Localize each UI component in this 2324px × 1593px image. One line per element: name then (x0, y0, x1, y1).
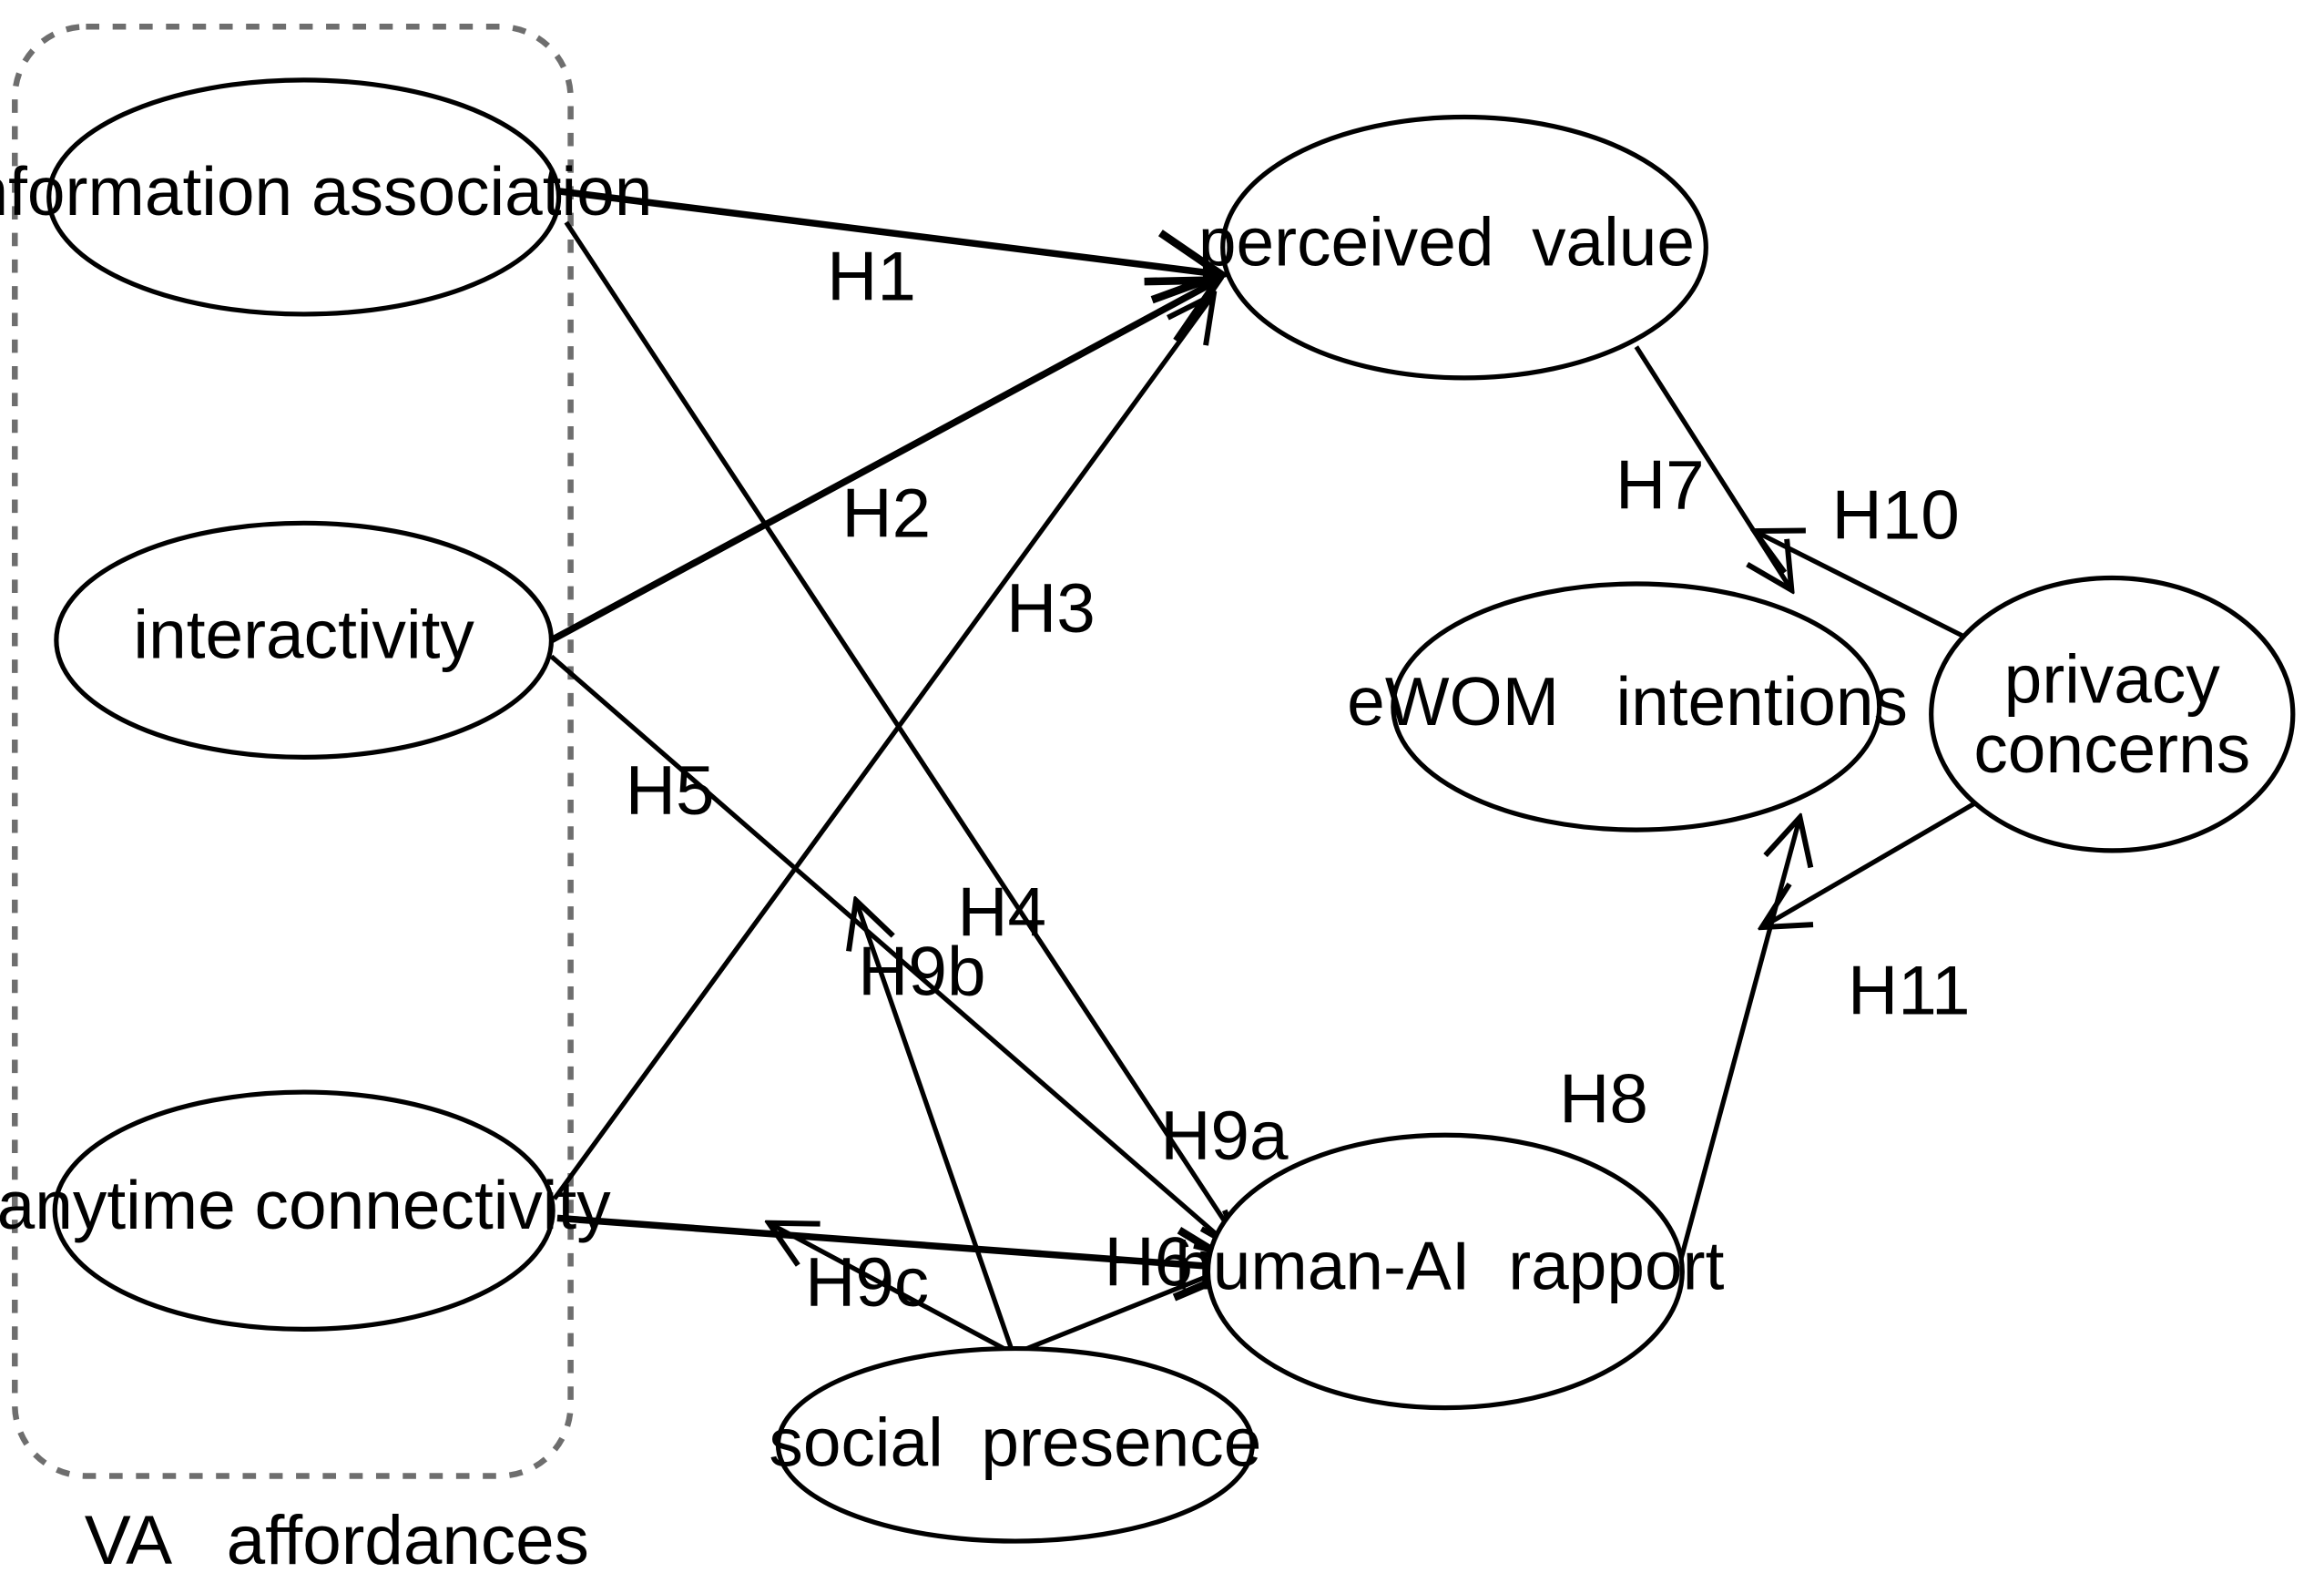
node-label-human-ai-rapport: human-AI rapport (1175, 1228, 1725, 1304)
edge-h1 (558, 188, 1218, 274)
edge-h10 (1757, 532, 1972, 643)
node-shape-social-presence (775, 1345, 1255, 1544)
edge-h6 (556, 1214, 1239, 1268)
node-anytime-connectivity[interactable]: anytime connectivity (0, 1089, 611, 1333)
node-label-ewom-intentions: eWOM intentions (1347, 663, 1908, 740)
edge-h9b (857, 903, 1015, 1353)
edge-label-h6: H6 (1104, 1223, 1193, 1301)
edge-label-h4: H4 (957, 873, 1046, 951)
node-shape-anytime-connectivity (52, 1089, 556, 1333)
node-shape-information-association (46, 77, 562, 317)
node-shape-perceived-value (1220, 114, 1708, 381)
edge-label-h3: H3 (1006, 570, 1096, 648)
edge-label-h2: H2 (841, 475, 931, 553)
node-information-association[interactable]: information association (0, 77, 652, 317)
edge-labels-layer: H1 H2 H3 H4 H5 H6 H7 H8 H9a H9b H9c H10 … (626, 238, 1971, 1322)
node-label-privacy-concerns-line1: privacy (2004, 640, 2221, 717)
node-ewom-intentions[interactable]: eWOM intentions (1347, 581, 1908, 832)
node-perceived-value[interactable]: perceived value (1198, 114, 1708, 381)
edge-label-h8: H8 (1559, 1060, 1648, 1138)
edge-h11 (1764, 798, 1982, 926)
edge-h3 (552, 296, 1213, 1200)
va-affordances-group-box (12, 24, 574, 1479)
node-label-privacy-concerns-line2: concerns (1973, 710, 2250, 787)
node-shape-ewom-intentions (1391, 581, 1882, 832)
edge-label-h5: H5 (626, 752, 715, 830)
node-shape-interactivity (54, 520, 555, 760)
edge-label-h9a: H9a (1160, 1098, 1289, 1175)
edge-label-h10: H10 (1831, 476, 1959, 554)
node-label-social-presence: social presence (769, 1404, 1261, 1480)
edge-label-h9b: H9b (858, 933, 985, 1010)
edge-h9c (770, 1224, 1011, 1354)
node-shape-privacy-concerns (1929, 575, 2296, 853)
edge-h5 (549, 654, 1241, 1257)
node-privacy-concerns[interactable]: privacy concerns (1929, 575, 2296, 853)
node-human-ai-rapport[interactable]: human-AI rapport (1175, 1132, 1725, 1411)
node-label-interactivity: interactivity (133, 597, 474, 673)
node-interactivity[interactable]: interactivity (54, 520, 555, 760)
node-label-anytime-connectivity: anytime connectivity (0, 1167, 611, 1243)
edge-label-h7: H7 (1616, 447, 1705, 525)
edge-label-h1: H1 (827, 238, 916, 315)
edge-label-h9c: H9c (805, 1244, 929, 1322)
edge-label-h11: H11 (1848, 953, 1971, 1030)
nodes-layer: information association interactivity an… (0, 77, 2296, 1544)
node-shape-human-ai-rapport (1205, 1132, 1685, 1411)
group-caption-va-affordances: VA affordances (85, 1502, 589, 1579)
edges-layer (549, 188, 1982, 1354)
node-social-presence[interactable]: social presence (769, 1345, 1261, 1544)
edge-h2 (549, 281, 1215, 644)
node-label-perceived-value: perceived value (1198, 203, 1695, 280)
edge-h4 (564, 220, 1245, 1252)
node-label-information-association: information association (0, 153, 652, 230)
